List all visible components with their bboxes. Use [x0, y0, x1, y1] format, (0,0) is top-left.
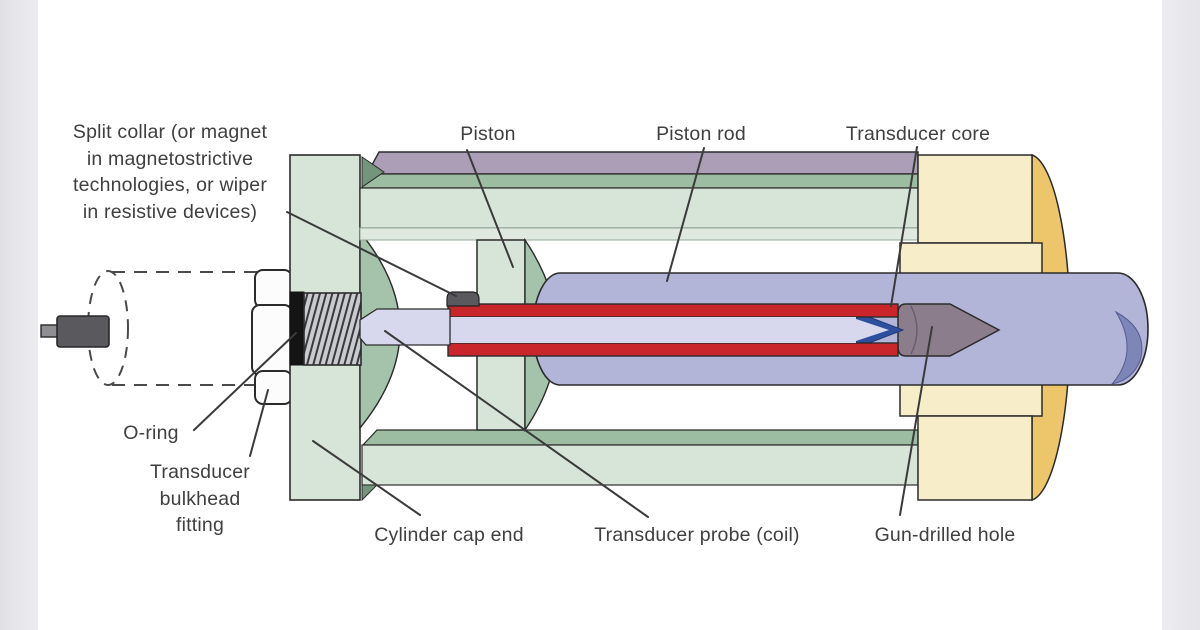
- barrel-top-inner-band: [359, 227, 919, 241]
- probe-coil-top: [447, 303, 899, 318]
- cap-end-leader: [312, 440, 421, 516]
- label-bulkhead-line2: bulkhead: [159, 487, 241, 510]
- rod-end-shading: [1110, 310, 1143, 385]
- label-transducer-core: Transducer core: [845, 123, 991, 145]
- bulkhead-threads: [303, 292, 362, 366]
- barrel-top-light-green: [359, 187, 919, 229]
- label-gun-drilled-hole: Gun-drilled hole: [874, 524, 1016, 546]
- barrel-bottom-wedge: [361, 484, 379, 502]
- label-o-ring: O-ring: [123, 422, 179, 444]
- barrel-top-bevel: [361, 156, 385, 188]
- transducer-core-body: [448, 317, 856, 343]
- label-bulkhead-line1: Transducer: [150, 461, 250, 483]
- label-split-collar-line1: Split collar (or magnet: [72, 121, 268, 143]
- label-bulkhead-line3: fitting: [175, 514, 224, 536]
- barrel-bottom-light-green: [361, 444, 919, 486]
- callout-lines: [193, 146, 933, 518]
- probe-leader: [384, 330, 649, 518]
- label-transducer-probe: Transducer probe (coil): [594, 524, 800, 546]
- label-piston: Piston: [460, 123, 516, 145]
- o-ring-leader: [193, 332, 297, 431]
- gun-drilled-hole-shading: [910, 305, 918, 355]
- probe-coil-bottom: [447, 342, 899, 357]
- barrel-top-dark-green: [361, 173, 919, 189]
- bulkhead-leader: [249, 389, 269, 457]
- barrel-bottom-dark-green: [361, 429, 919, 446]
- barrel-top-outer-purple: [365, 151, 919, 175]
- transducer-core-point: [850, 317, 889, 343]
- connector-body: [56, 315, 110, 348]
- label-bulkhead: Transducer bulkhead fitting: [125, 459, 275, 539]
- gun-drilled-leader: [899, 326, 933, 516]
- transducer-core-leader: [890, 146, 918, 307]
- piston-rod-leader: [666, 147, 705, 282]
- label-split-collar-line2: in magnetostrictive: [86, 147, 254, 170]
- transducer-housing-dashed-ellipse: [87, 270, 129, 386]
- label-piston-rod: Piston rod: [656, 123, 746, 145]
- probe-root: [359, 308, 451, 346]
- label-split-collar-line4: in resistive devices): [82, 200, 258, 223]
- bulkhead-hex-nut: [251, 269, 293, 405]
- label-split-collar-line3: technologies, or wiper: [72, 174, 268, 196]
- split-collar-leader: [286, 211, 457, 297]
- label-split-collar: Split collar (or magnet in magnetostrict…: [40, 119, 300, 225]
- label-cylinder-cap-end: Cylinder cap end: [374, 524, 524, 546]
- head-gland-blocks: [899, 154, 1043, 501]
- piston-leader: [466, 149, 514, 268]
- o-ring-band: [289, 291, 305, 366]
